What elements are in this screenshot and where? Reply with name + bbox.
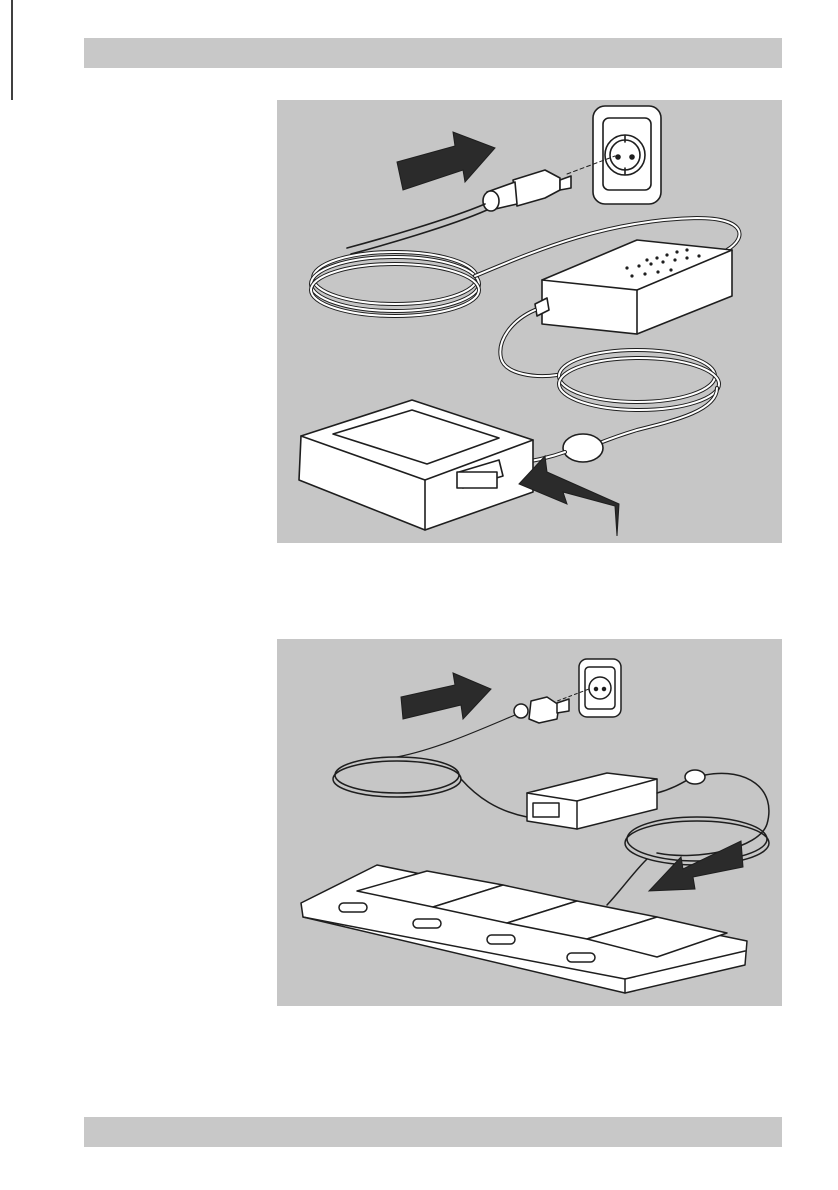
figure-multi-charger bbox=[277, 639, 782, 1006]
power-supply-unit bbox=[527, 773, 657, 829]
single-charger-illustration bbox=[277, 100, 782, 543]
power-supply-unit bbox=[535, 240, 732, 334]
charger-cradle bbox=[299, 400, 533, 530]
header-bar bbox=[84, 38, 782, 68]
power-plug-icon bbox=[514, 697, 569, 723]
multi-charger-illustration bbox=[277, 639, 782, 1006]
arrow-to-socket-icon bbox=[397, 132, 495, 190]
footer-bar bbox=[84, 1117, 782, 1147]
crop-mark bbox=[0, 0, 14, 100]
power-plug-icon bbox=[483, 170, 571, 211]
wall-socket-icon bbox=[579, 659, 621, 717]
arrow-to-charger-icon bbox=[649, 841, 743, 891]
figure-single-charger bbox=[277, 100, 782, 543]
mains-cable bbox=[333, 715, 529, 817]
arrow-to-socket-icon bbox=[401, 673, 491, 719]
wall-socket-icon bbox=[593, 106, 661, 204]
arrow-to-cradle-icon bbox=[519, 456, 619, 536]
